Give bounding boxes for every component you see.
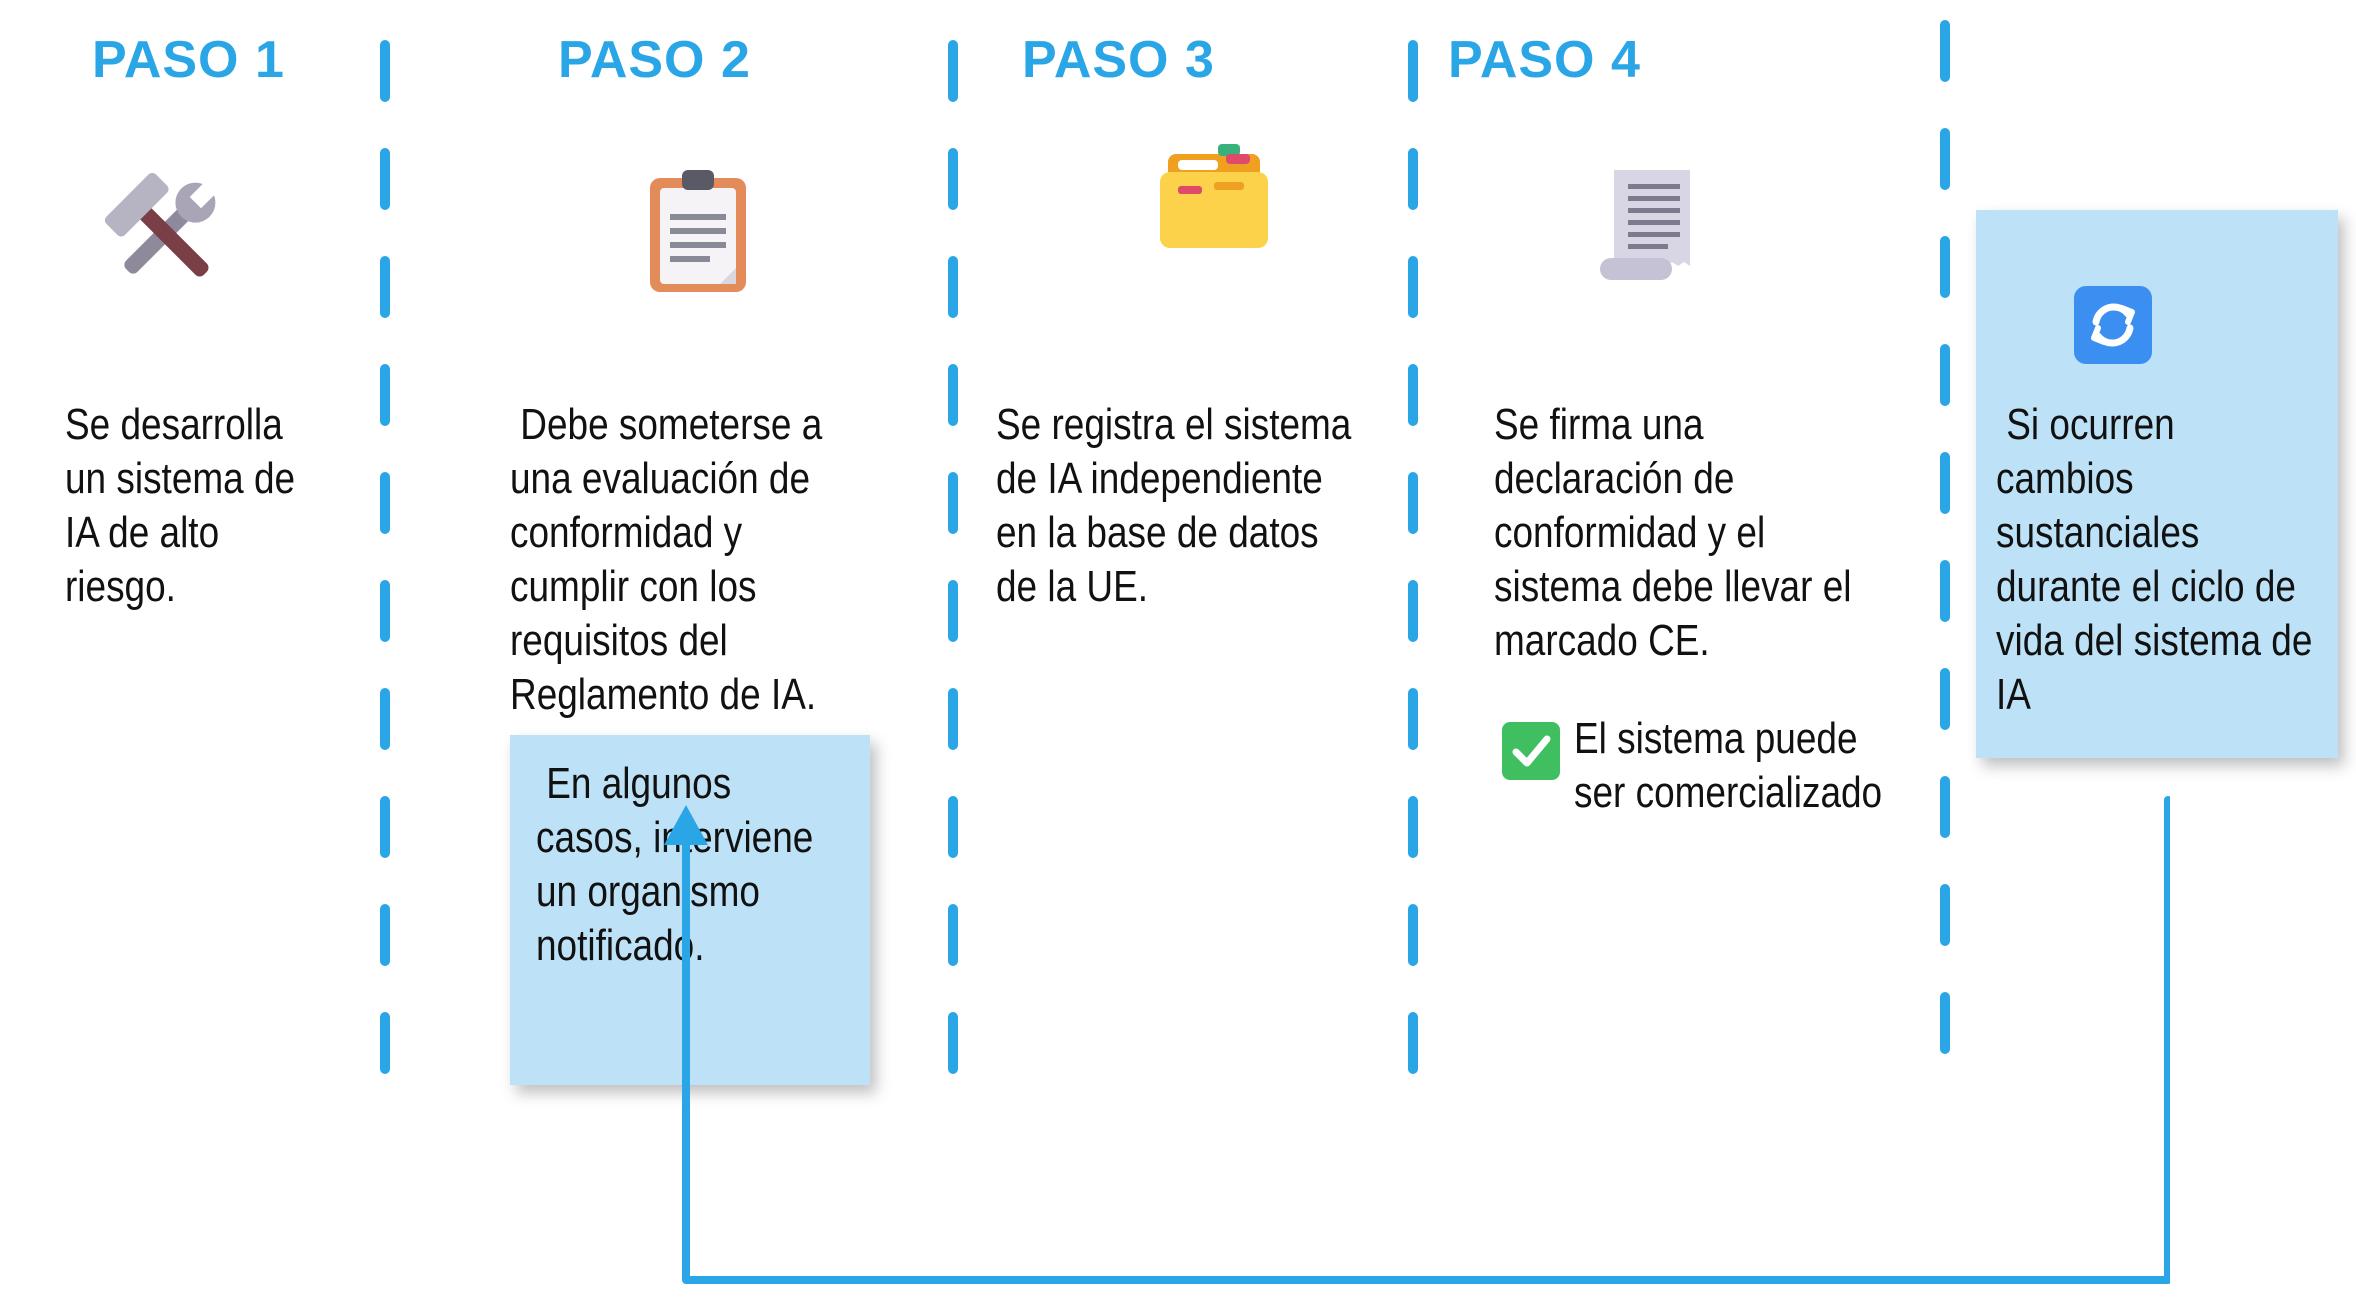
marketable-status: El sistema puede ser comercializado [1500,712,1940,832]
step-1-title: PASO 1 [92,31,285,89]
step-divider [1940,20,1950,1070]
change-box-text: Si ocurren cambios sustanciales durante … [1996,400,2313,719]
checkmark-icon [1502,722,1560,780]
step-4-title: PASO 4 [1448,31,1641,89]
step-2-text: Debe someterse a una evaluación de confo… [510,400,823,719]
folder-icon [1160,142,1268,248]
step-2-title: PASO 2 [558,31,751,89]
change-box: Si ocurren cambios sustanciales durante … [1976,210,2338,758]
feedback-arrow [664,796,2170,1284]
scroll-document-icon [1600,166,1700,284]
step-divider [948,40,958,1090]
step-3-text: Se registra el sistema de IA independien… [996,400,1352,611]
step-divider [1408,40,1418,1090]
clipboard-icon [648,170,748,294]
step-3-title: PASO 3 [1022,31,1215,89]
step-1-text: Se desarrolla un sistema de IA de alto r… [65,400,296,611]
step-divider [380,40,390,1090]
marketable-text: El sistema puede ser comercializado [1574,714,1883,817]
step-4-text: Se firma una declaración de conformidad … [1494,400,1852,665]
step-2-note-text: En algunos casos, interviene un organism… [536,759,814,970]
refresh-icon [2074,286,2152,364]
hammer-wrench-icon [100,168,230,298]
